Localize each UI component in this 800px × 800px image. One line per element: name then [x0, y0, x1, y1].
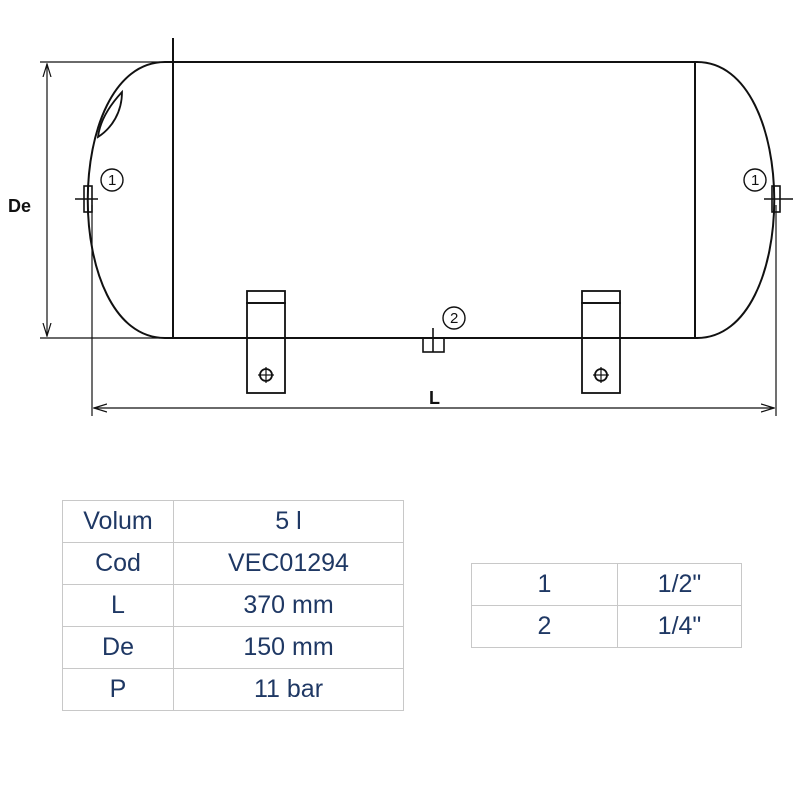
- callout-bottom-port: 2: [442, 306, 466, 330]
- svg-text:1: 1: [751, 172, 759, 189]
- table-row: Cod VEC01294: [62, 542, 404, 585]
- l-dimension-label: L: [429, 388, 440, 408]
- table-row: 2 1/4": [471, 605, 742, 648]
- spec-key: L: [62, 584, 174, 627]
- connection-size: 1/2": [617, 563, 742, 606]
- table-row: L 370 mm: [62, 584, 404, 627]
- table-row: Volum 5 l: [62, 500, 404, 543]
- spec-key: Volum: [62, 500, 174, 543]
- right-support-foot: [581, 290, 621, 394]
- callout-left-port: 1: [100, 168, 124, 192]
- de-dimension-label: De: [8, 196, 31, 216]
- spec-value: 150 mm: [173, 626, 404, 669]
- table-row: P 11 bar: [62, 668, 404, 711]
- right-port-fitting: [764, 185, 793, 213]
- left-port-fitting: [75, 185, 98, 213]
- spec-value: 370 mm: [173, 584, 404, 627]
- bottom-port-fitting: [422, 328, 445, 353]
- left-support-foot: [246, 290, 286, 394]
- connections-table: 1 1/2" 2 1/4": [471, 563, 742, 648]
- table-row: 1 1/2": [471, 563, 742, 606]
- manhole-arc: [96, 89, 123, 139]
- svg-text:2: 2: [450, 310, 458, 327]
- callout-right-port: 1: [743, 168, 767, 192]
- svg-text:1: 1: [108, 172, 116, 189]
- specifications-table: Volum 5 l Cod VEC01294 L 370 mm De 150 m…: [62, 500, 404, 711]
- spec-key: Cod: [62, 542, 174, 585]
- connection-size: 1/4": [617, 605, 742, 648]
- connection-port: 2: [471, 605, 618, 648]
- table-row: De 150 mm: [62, 626, 404, 669]
- spec-value: 5 l: [173, 500, 404, 543]
- spec-key: P: [62, 668, 174, 711]
- tank-drawing: De L 1 1 2: [8, 38, 793, 416]
- spec-key: De: [62, 626, 174, 669]
- connection-port: 1: [471, 563, 618, 606]
- spec-value: 11 bar: [173, 668, 404, 711]
- tank-outline: [86, 61, 776, 339]
- spec-value: VEC01294: [173, 542, 404, 585]
